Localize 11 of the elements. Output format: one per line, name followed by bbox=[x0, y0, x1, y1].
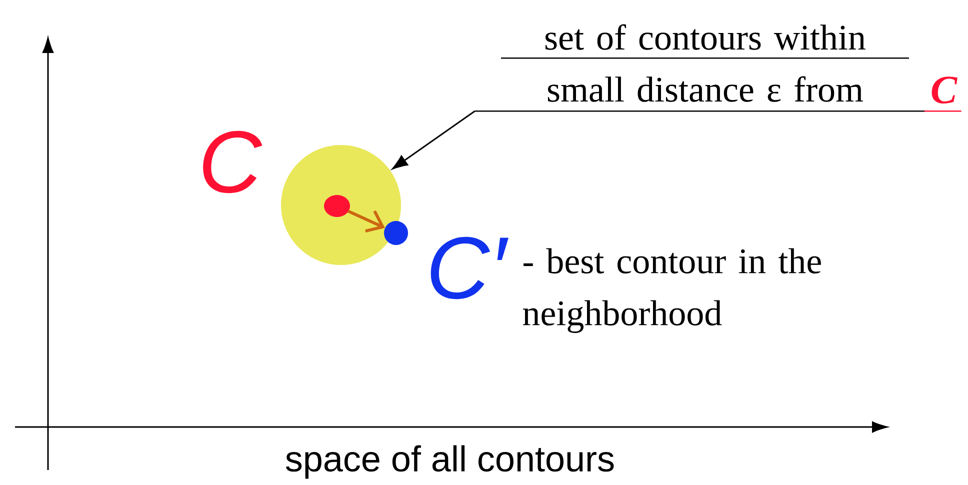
axis-label: space of all contours bbox=[286, 445, 614, 479]
callout-text: set of contours within small distance ε from bbox=[474, 24, 926, 112]
letter-label: C bbox=[203, 130, 262, 194]
letter-label: C′ bbox=[430, 236, 508, 300]
contour-dot bbox=[324, 195, 350, 217]
leader-line bbox=[392, 110, 476, 170]
description-text: - best contour in the neighborhood bbox=[523, 248, 821, 333]
neighborhood-disc bbox=[281, 145, 401, 265]
arrow bbox=[347, 210, 385, 233]
callout-letter: C bbox=[924, 76, 962, 112]
contour-dot bbox=[384, 221, 408, 245]
